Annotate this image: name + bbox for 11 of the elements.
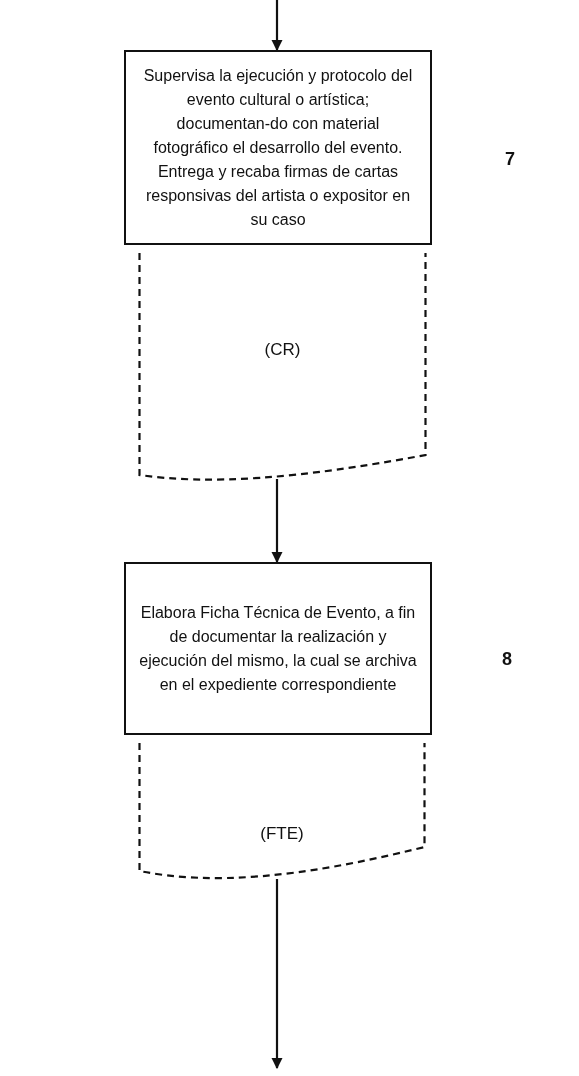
arrow bbox=[271, 879, 283, 1070]
document-label: (CR) bbox=[263, 339, 302, 361]
document-label: (FTE) bbox=[259, 823, 305, 845]
arrow bbox=[271, 479, 283, 564]
step-number: 7 bbox=[505, 148, 515, 171]
process-text: Elabora Ficha Técnica de Evento, a fin de documentar la realización y ejecución del mismo, la cual se archiva en el expediente correspondiente bbox=[138, 602, 418, 695]
process-box bbox=[124, 50, 432, 245]
arrow bbox=[271, 0, 283, 52]
process-text: Supervisa la ejecución y protocolo del evento cultural o artística; documentan-do con material fotográfico el desarrollo del evento. Entrega y recaba firmas de cartas responsivas del artista o expositor en su caso bbox=[142, 65, 414, 230]
step-number: 8 bbox=[502, 648, 512, 671]
process-box bbox=[124, 562, 432, 735]
